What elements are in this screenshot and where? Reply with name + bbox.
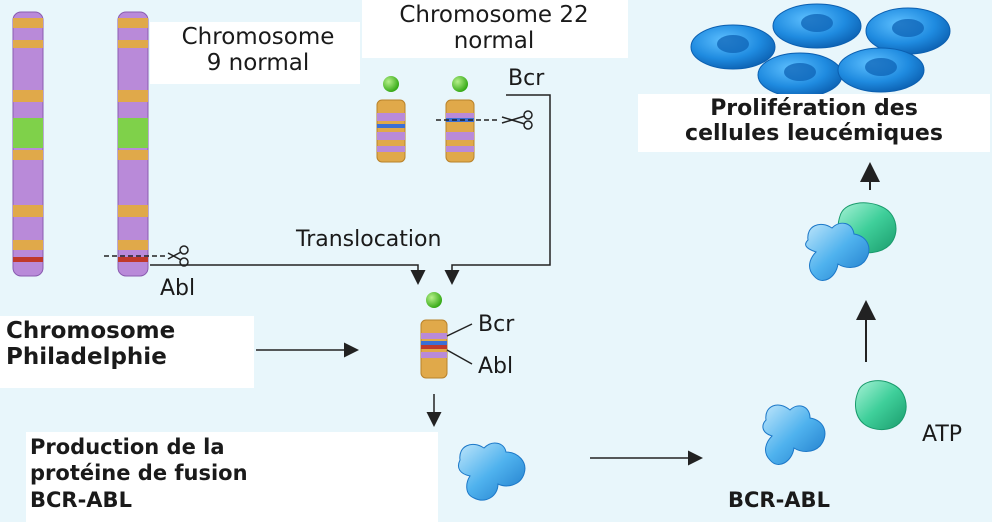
philadelphia-label: Chromosome Philadelphie xyxy=(6,318,176,371)
chr22-label: Chromosome 22 normal xyxy=(399,2,589,55)
chromosome-22-left xyxy=(376,76,406,163)
chromosome-22-right xyxy=(445,76,475,163)
bcr-abl-label: BCR-ABL xyxy=(728,488,830,512)
chr22-label-box xyxy=(362,0,628,58)
arrow-icon xyxy=(150,264,426,285)
proliferation-label: Prolifération des cellules leucémiques xyxy=(685,96,943,147)
chr9-label-box xyxy=(150,22,360,84)
production-label-box xyxy=(26,432,438,522)
scissors-icon xyxy=(167,245,189,267)
philadelphia-label-box xyxy=(0,316,254,388)
bcr-pointer xyxy=(446,323,473,337)
scissors-icon xyxy=(501,110,533,130)
atp-label: ATP xyxy=(922,422,963,447)
translocation-label: Translocation xyxy=(296,227,442,252)
abl-left-label: Abl xyxy=(160,276,196,301)
atp-molecule xyxy=(855,380,907,430)
bcr-abl-protein-active xyxy=(762,404,826,465)
production-label: Production de la protéine de fusion BCR-… xyxy=(30,435,248,512)
philadelphia-chromosome xyxy=(420,292,448,379)
arrow-icon xyxy=(444,94,551,285)
bcr-top-label: Bcr xyxy=(508,66,545,91)
chr9-label: Chromosome 9 normal xyxy=(181,24,335,77)
chromosome-9-left xyxy=(12,11,44,277)
bcr-ph-label: Bcr xyxy=(478,312,515,337)
proliferation-label-box xyxy=(638,94,990,152)
abl-ph-label: Abl xyxy=(478,354,514,379)
leukemic-cells xyxy=(690,3,951,98)
bcr-abl-atp-complex xyxy=(805,202,897,281)
abl-pointer xyxy=(446,349,473,365)
chromosome-9-right xyxy=(117,11,149,277)
bcr-abl-protein xyxy=(457,442,526,501)
